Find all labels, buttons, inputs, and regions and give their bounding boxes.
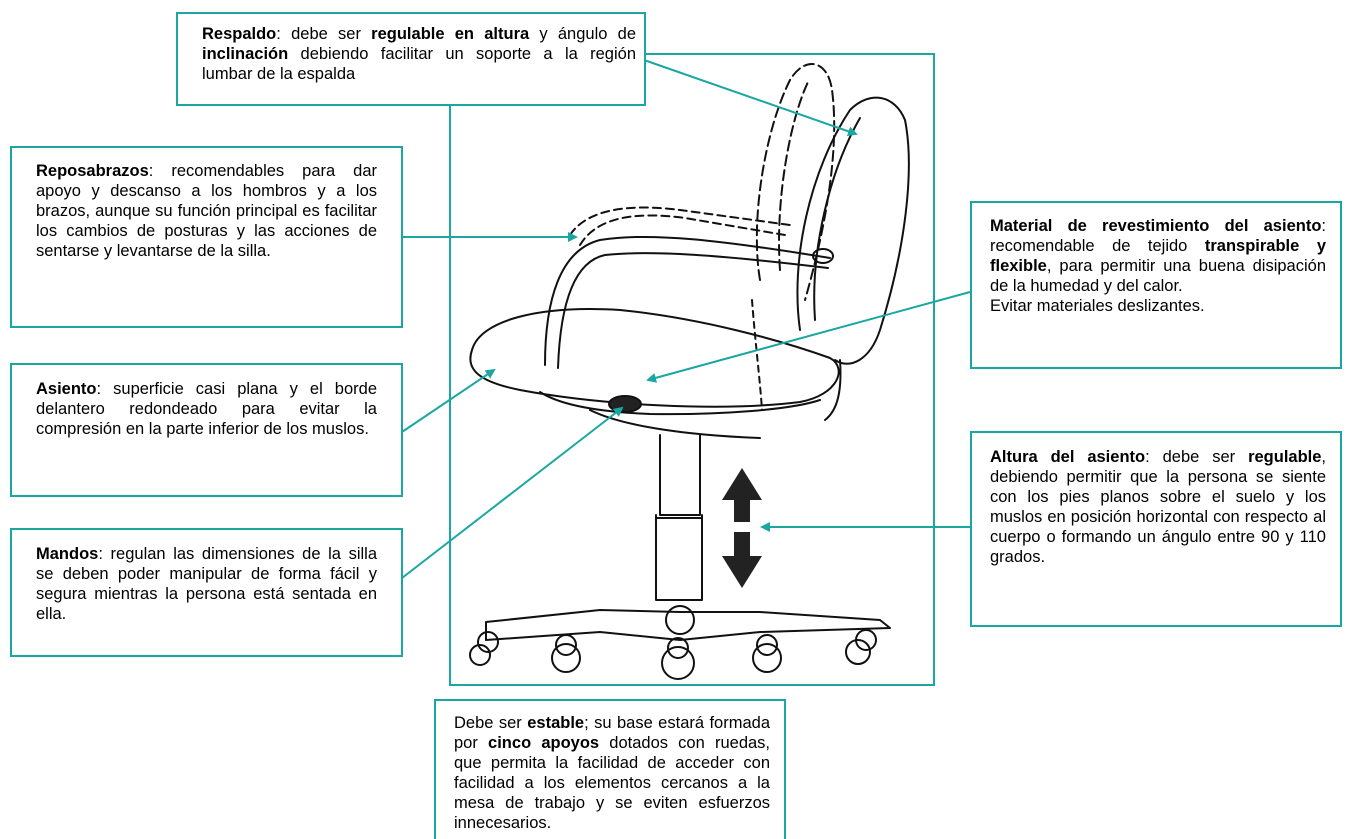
- term-mandos: Mandos: [36, 545, 99, 563]
- text-respaldo-3: debiendo facilitar un soporte a la regió…: [202, 45, 636, 83]
- callout-base: Debe ser estable; su base estará formada…: [434, 699, 786, 839]
- text-respaldo-1: : debe ser: [276, 25, 372, 43]
- casters: [469, 629, 877, 680]
- term-material: Material de revestimiento del asiento: [990, 217, 1322, 235]
- callout-reposabrazos: Reposabrazos: recomendables para dar apo…: [10, 146, 403, 328]
- text-base-0: Debe ser: [454, 714, 528, 732]
- text-material-3: Evitar materiales deslizantes.: [990, 297, 1205, 315]
- connector-respaldo: [643, 59, 858, 137]
- chair-base: [485, 609, 891, 641]
- connector-asiento: [401, 368, 496, 433]
- callout-material: Material de revestimiento del asiento: r…: [970, 201, 1342, 369]
- armrest-dashed-outline: [569, 206, 791, 236]
- armrest-outline: [544, 235, 831, 366]
- backrest-outline: [796, 96, 910, 365]
- bold-respaldo-1: regulable en altura: [371, 25, 530, 43]
- text-material-1: : recomendable de tejido: [990, 217, 1326, 255]
- text-mandos: : regulan las dimensiones de la silla se…: [36, 545, 377, 623]
- height-adjust-arrow: [722, 468, 762, 588]
- seat-outline: [469, 308, 840, 408]
- connector-material: [646, 291, 971, 383]
- connector-mandos: [401, 406, 624, 579]
- term-altura: Altura del asiento: [990, 448, 1146, 466]
- text-asiento: : superficie casi plana y el borde delan…: [36, 380, 377, 438]
- text-material-2: , para permitir una buena disipación de …: [990, 257, 1326, 295]
- bold-material-1: transpirable y flexible: [990, 237, 1326, 275]
- gas-column: [659, 434, 701, 516]
- bold-base-0: estable: [527, 714, 585, 732]
- callout-mandos: Mandos: regulan las dimensiones de la si…: [10, 528, 403, 657]
- text-altura-1: : debe ser: [1145, 448, 1249, 466]
- bold-base-1: cinco apoyos: [488, 734, 600, 752]
- term-asiento: Asiento: [36, 380, 97, 398]
- text-respaldo-2: y ángulo de: [529, 25, 636, 43]
- callout-respaldo: Respaldo: debe ser regulable en altura y…: [176, 12, 646, 106]
- callout-altura: Altura del asiento: debe ser regulable, …: [970, 431, 1342, 627]
- chair-frame: [449, 53, 935, 686]
- bold-altura-1: regulable: [1248, 448, 1322, 466]
- text-altura-2: , debiendo permitir que la persona se si…: [990, 448, 1327, 566]
- text-reposabrazos: : recomendables para dar apoyo y descans…: [36, 162, 377, 260]
- term-reposabrazos: Reposabrazos: [36, 162, 149, 180]
- term-respaldo: Respaldo: [202, 25, 277, 43]
- text-base-1: ; su base estará formada por: [454, 714, 770, 752]
- chair-illustration: [469, 63, 910, 680]
- callout-asiento: Asiento: superficie casi plana y el bord…: [10, 363, 403, 497]
- text-base-2: dotados con ruedas, que permita la facil…: [454, 734, 771, 832]
- bold-respaldo-2: inclinación: [202, 45, 289, 63]
- controls-knob: [608, 395, 642, 413]
